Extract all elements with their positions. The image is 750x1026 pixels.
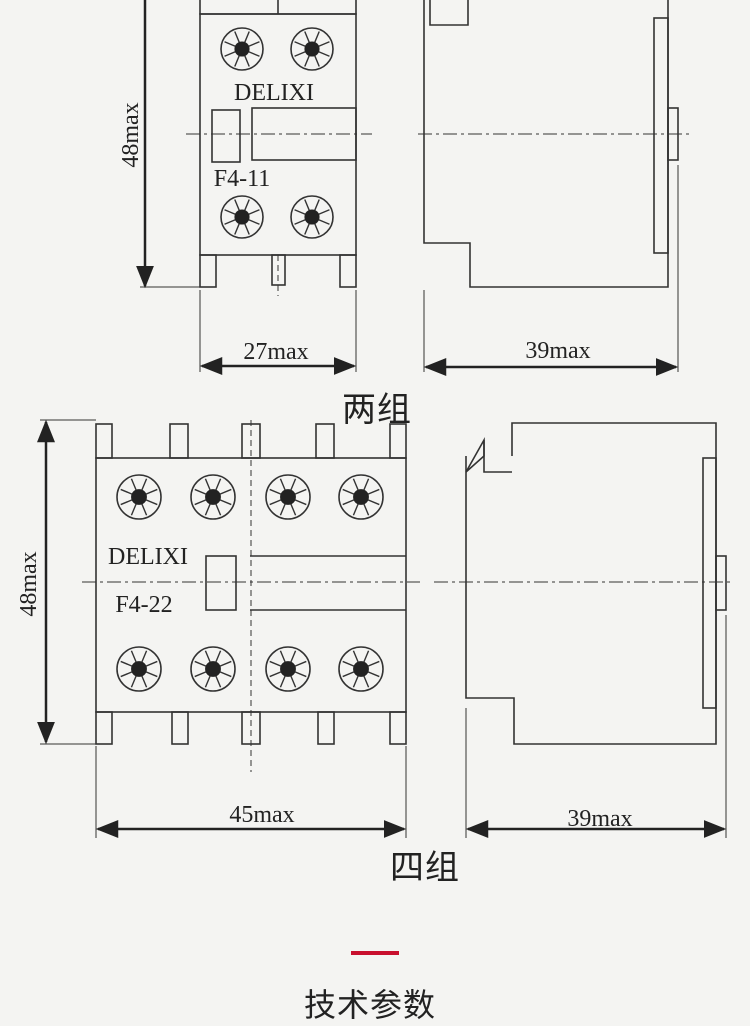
f4-11-terminal-screws [220, 27, 334, 239]
f4-22-front-view [40, 419, 420, 838]
section-title: 技术参数 [304, 986, 437, 1024]
f4-11-depth-label: 39max [525, 338, 590, 364]
two-group-caption: 两组 [342, 390, 412, 430]
f4-11-width-label: 27max [243, 339, 308, 365]
f4-22-height-label: 48max [16, 551, 42, 616]
f4-11-model: F4-11 [214, 166, 270, 192]
terminal-screw-icon [338, 474, 384, 520]
terminal-screw-icon [220, 27, 264, 71]
terminal-screw-icon [290, 27, 334, 71]
terminal-screw-icon [220, 195, 264, 239]
f4-22-side-view [434, 422, 734, 838]
terminal-screw-icon [265, 646, 311, 692]
terminal-screw-icon [338, 646, 384, 692]
f4-22-width-label: 45max [229, 802, 294, 828]
f4-22-terminal-screws [116, 474, 384, 692]
f4-11-height-label: 48max [118, 102, 144, 167]
f4-11-side-view [418, 0, 690, 372]
terminal-screw-icon [290, 195, 334, 239]
terminal-screw-icon [190, 646, 236, 692]
terminal-screw-icon [190, 474, 236, 520]
f4-11-brand: DELIXI [234, 80, 314, 106]
f4-22-depth-label: 39max [567, 806, 632, 832]
terminal-screw-icon [116, 474, 162, 520]
section-accent-bar [351, 951, 399, 955]
four-group-caption: 四组 [390, 848, 460, 888]
terminal-screw-icon [265, 474, 311, 520]
f4-22-model: F4-22 [115, 592, 172, 618]
terminal-screw-icon [116, 646, 162, 692]
f4-22-brand: DELIXI [108, 544, 188, 570]
